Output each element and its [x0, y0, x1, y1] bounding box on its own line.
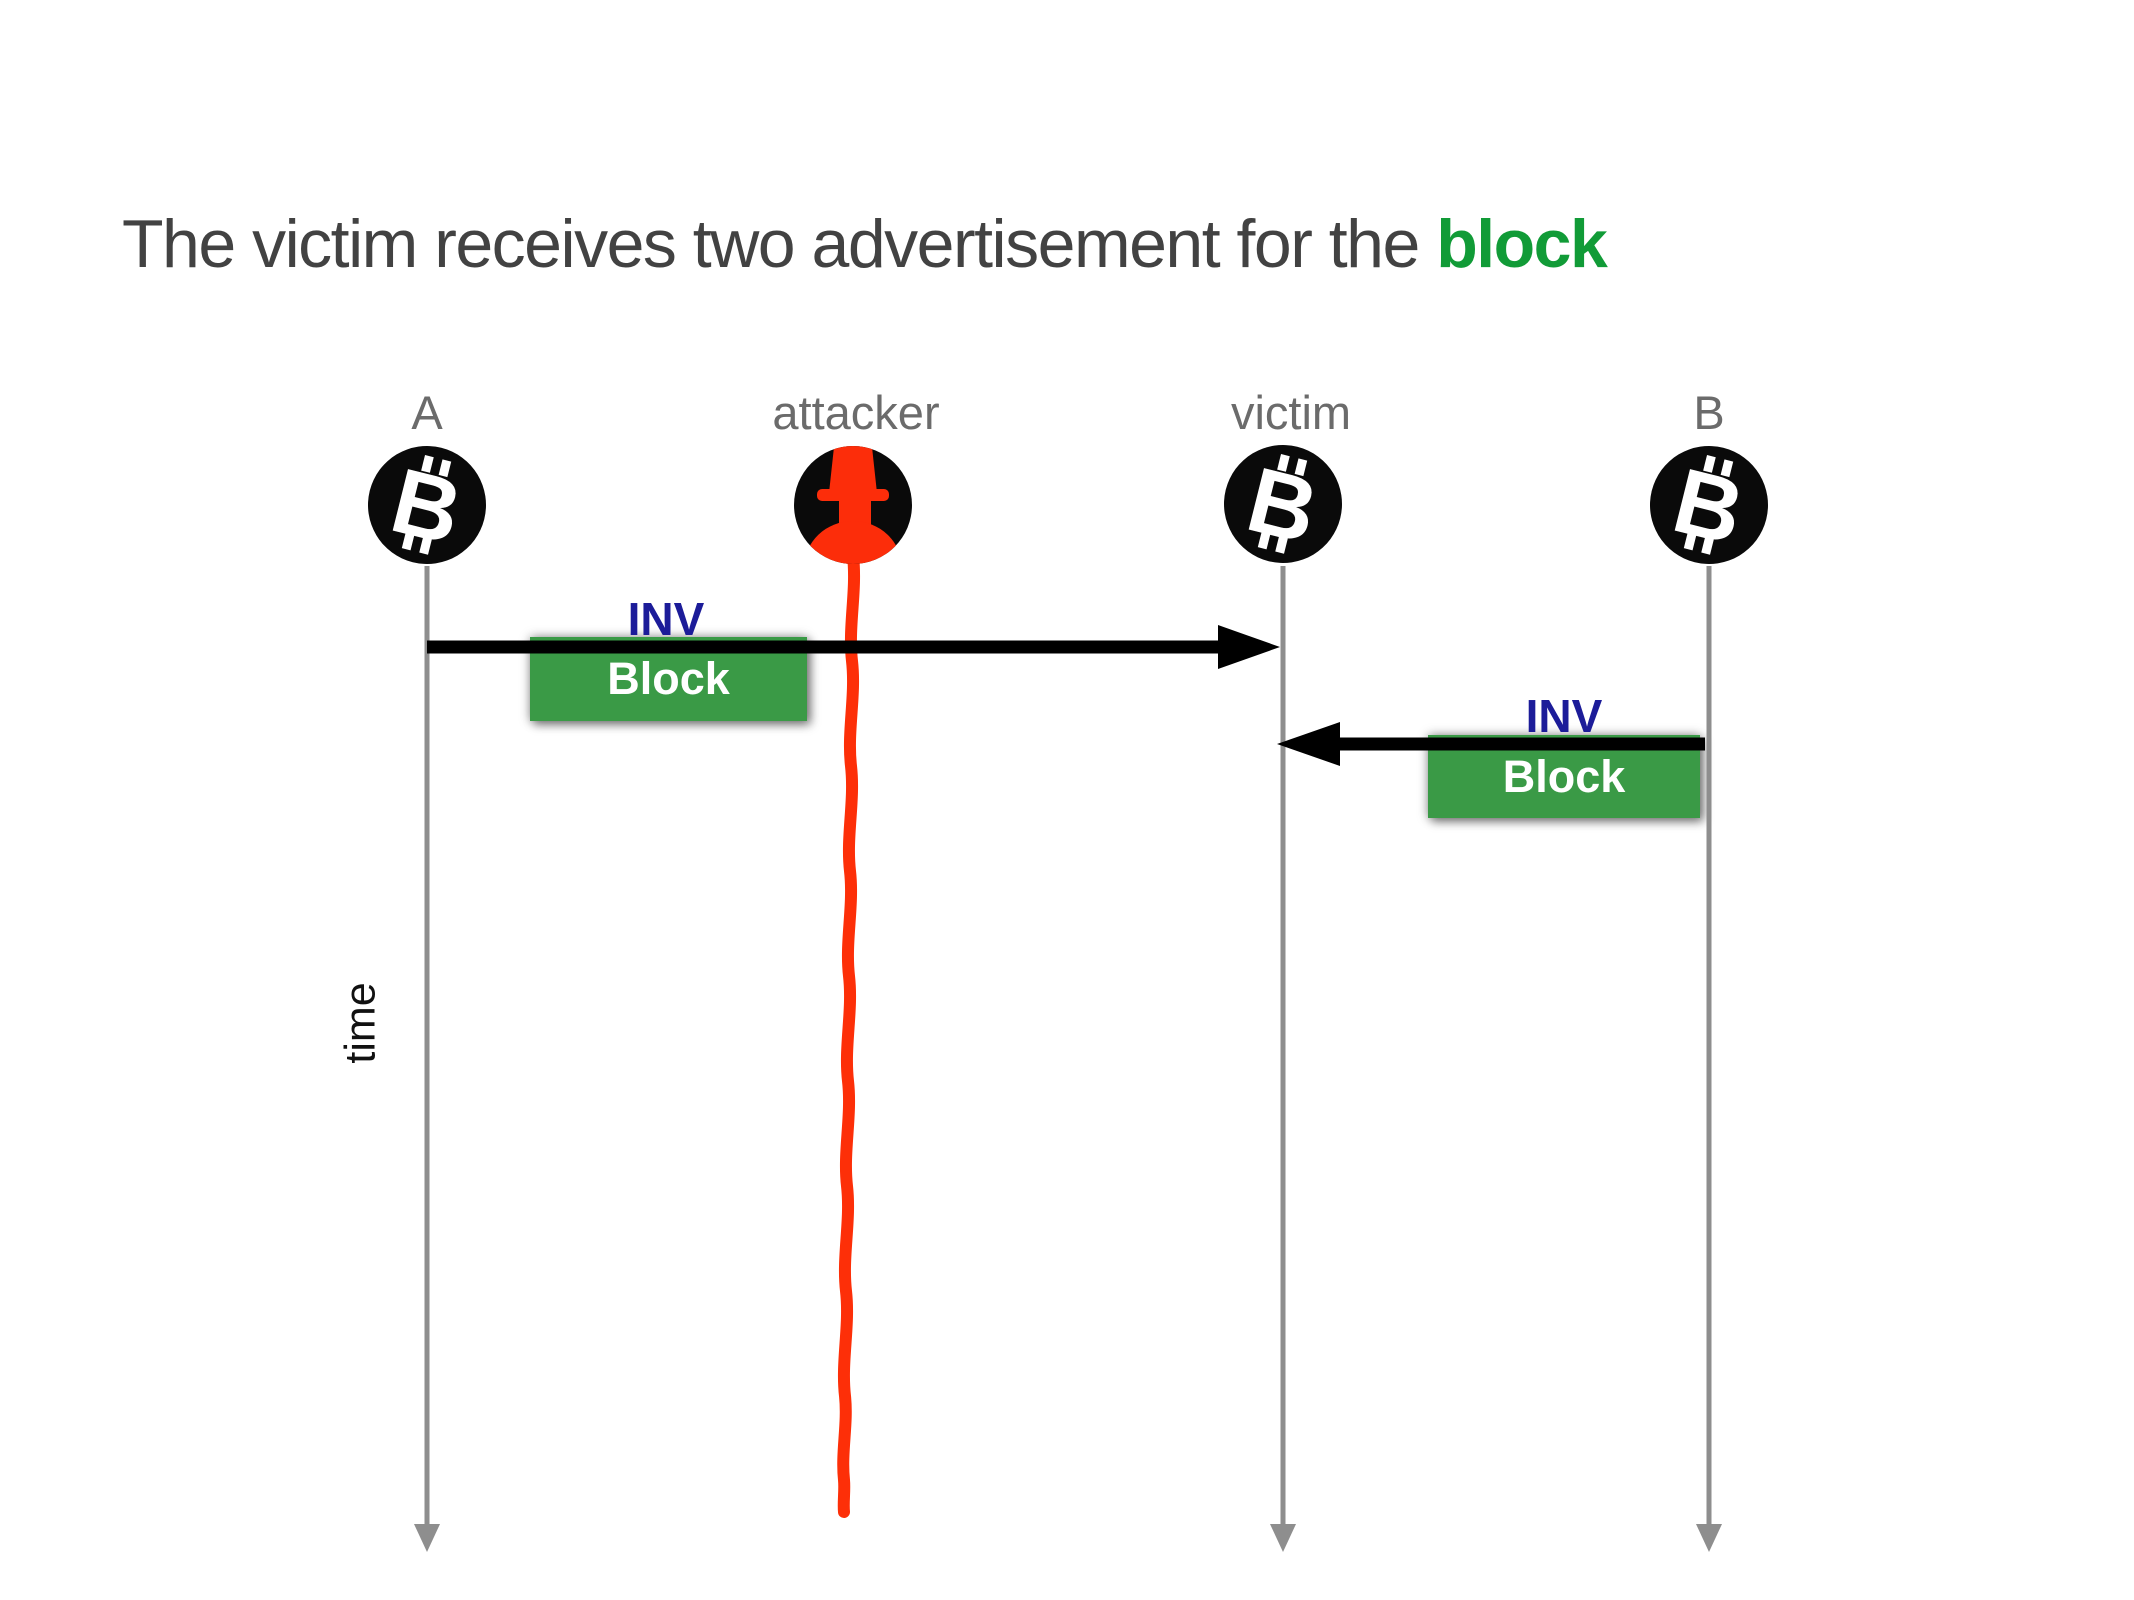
lifeline-arrowhead-icon	[1270, 1524, 1296, 1552]
lifeline-arrowhead-icon	[1696, 1524, 1722, 1552]
bitcoin-b-glyph: B	[382, 449, 471, 564]
spy-icon	[794, 446, 912, 564]
block-label-1: Block	[607, 653, 730, 704]
bitcoin-icon: B	[1224, 445, 1342, 563]
lifeline-b	[1696, 566, 1722, 1552]
block-label-2: Block	[1502, 750, 1626, 802]
lifeline-arrowhead-icon	[414, 1524, 440, 1552]
bitcoin-icon: B	[1650, 446, 1768, 564]
bitcoin-b-glyph: B	[1664, 449, 1753, 564]
inv-label-1: INV	[627, 593, 705, 645]
slide-title: The victim receives two advertisement fo…	[122, 205, 1608, 283]
lifeline-a	[414, 566, 440, 1552]
bitcoin-b-glyph: B	[1238, 448, 1327, 563]
arrowhead-right-icon	[1218, 625, 1280, 669]
actor-label-attacker: attacker	[772, 386, 940, 439]
inv-label-2: INV	[1525, 690, 1603, 742]
actor-label-b: B	[1693, 386, 1725, 439]
title-highlight-block: block	[1436, 206, 1608, 282]
lifeline-victim	[1270, 566, 1296, 1552]
block-box-1: Block	[530, 637, 807, 721]
title-text: The victim receives two advertisement fo…	[122, 206, 1437, 282]
spy-shoulders	[804, 521, 902, 564]
arrowhead-left-icon	[1277, 722, 1340, 766]
time-axis-label: time	[336, 982, 385, 1064]
spy-face	[839, 499, 871, 531]
spy-hat-crown	[829, 446, 877, 493]
actor-label-victim: victim	[1230, 386, 1352, 439]
bitcoin-icon: B	[368, 446, 486, 564]
actor-label-a: A	[411, 386, 443, 439]
attacker-lifeline	[837, 550, 861, 1518]
spy-hat-brim	[817, 489, 889, 501]
block-box-2: Block	[1428, 735, 1700, 818]
